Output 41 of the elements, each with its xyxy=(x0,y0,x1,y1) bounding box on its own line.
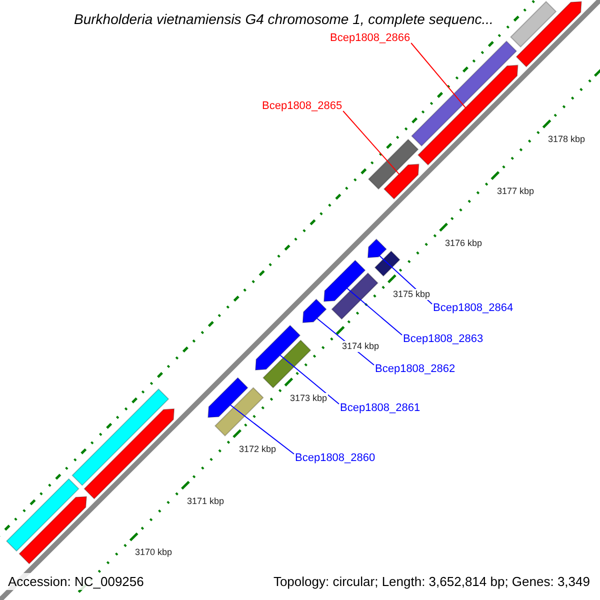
gene-label: Bcep1808_2866 xyxy=(330,33,410,44)
gene-feature xyxy=(18,496,88,564)
scale-label: 3174 kbp xyxy=(341,341,380,352)
leader-line xyxy=(230,404,294,454)
gene-bar xyxy=(374,250,400,277)
gene-bar xyxy=(331,272,378,320)
gene-label: Bcep1808_2863 xyxy=(403,334,484,345)
gene-bar xyxy=(368,138,419,190)
gene-label: Bcep1808_2862 xyxy=(375,364,456,375)
scale-label: 3170 kbp xyxy=(134,547,174,558)
leader-line xyxy=(280,354,340,404)
gene-bar xyxy=(262,340,312,388)
gene-feature xyxy=(383,164,420,200)
scale-label: 3177 kbp xyxy=(496,186,536,197)
genome-info-text: Topology: circular; Length: 3,652,814 bp; Genes: 3,349 xyxy=(273,575,590,588)
scale-label: 3172 kbp xyxy=(238,444,278,455)
scale-label: 3176 kbp xyxy=(444,238,484,249)
leader-line xyxy=(410,42,466,108)
scale-label: 3173 kbp xyxy=(289,393,328,404)
gene-feature xyxy=(417,64,518,166)
leader-line xyxy=(346,288,402,336)
gene-bar xyxy=(6,478,80,552)
gene-label: Bcep1808_2865 xyxy=(262,101,342,112)
gene-feature xyxy=(254,324,301,371)
gene-feature xyxy=(302,298,327,324)
gene-label: Bcep1808_2860 xyxy=(295,453,376,464)
gene-bar xyxy=(510,0,557,48)
gene-feature xyxy=(323,260,366,302)
gene-bar xyxy=(72,388,170,486)
gene-label: Bcep1808_2864 xyxy=(433,303,514,314)
gene-feature xyxy=(84,408,175,500)
scale-label: 3171 kbp xyxy=(186,496,226,507)
gene-bar xyxy=(214,387,264,436)
scale-label: 3175 kbp xyxy=(392,289,432,300)
scale-label: 3178 kbp xyxy=(547,134,586,145)
gene-bar xyxy=(411,40,518,147)
gene-feature xyxy=(516,1,582,68)
gene-feature xyxy=(208,377,248,418)
gene-feature xyxy=(367,238,387,258)
leader-line xyxy=(342,110,400,175)
gene-label: Bcep1808_2861 xyxy=(340,403,420,414)
